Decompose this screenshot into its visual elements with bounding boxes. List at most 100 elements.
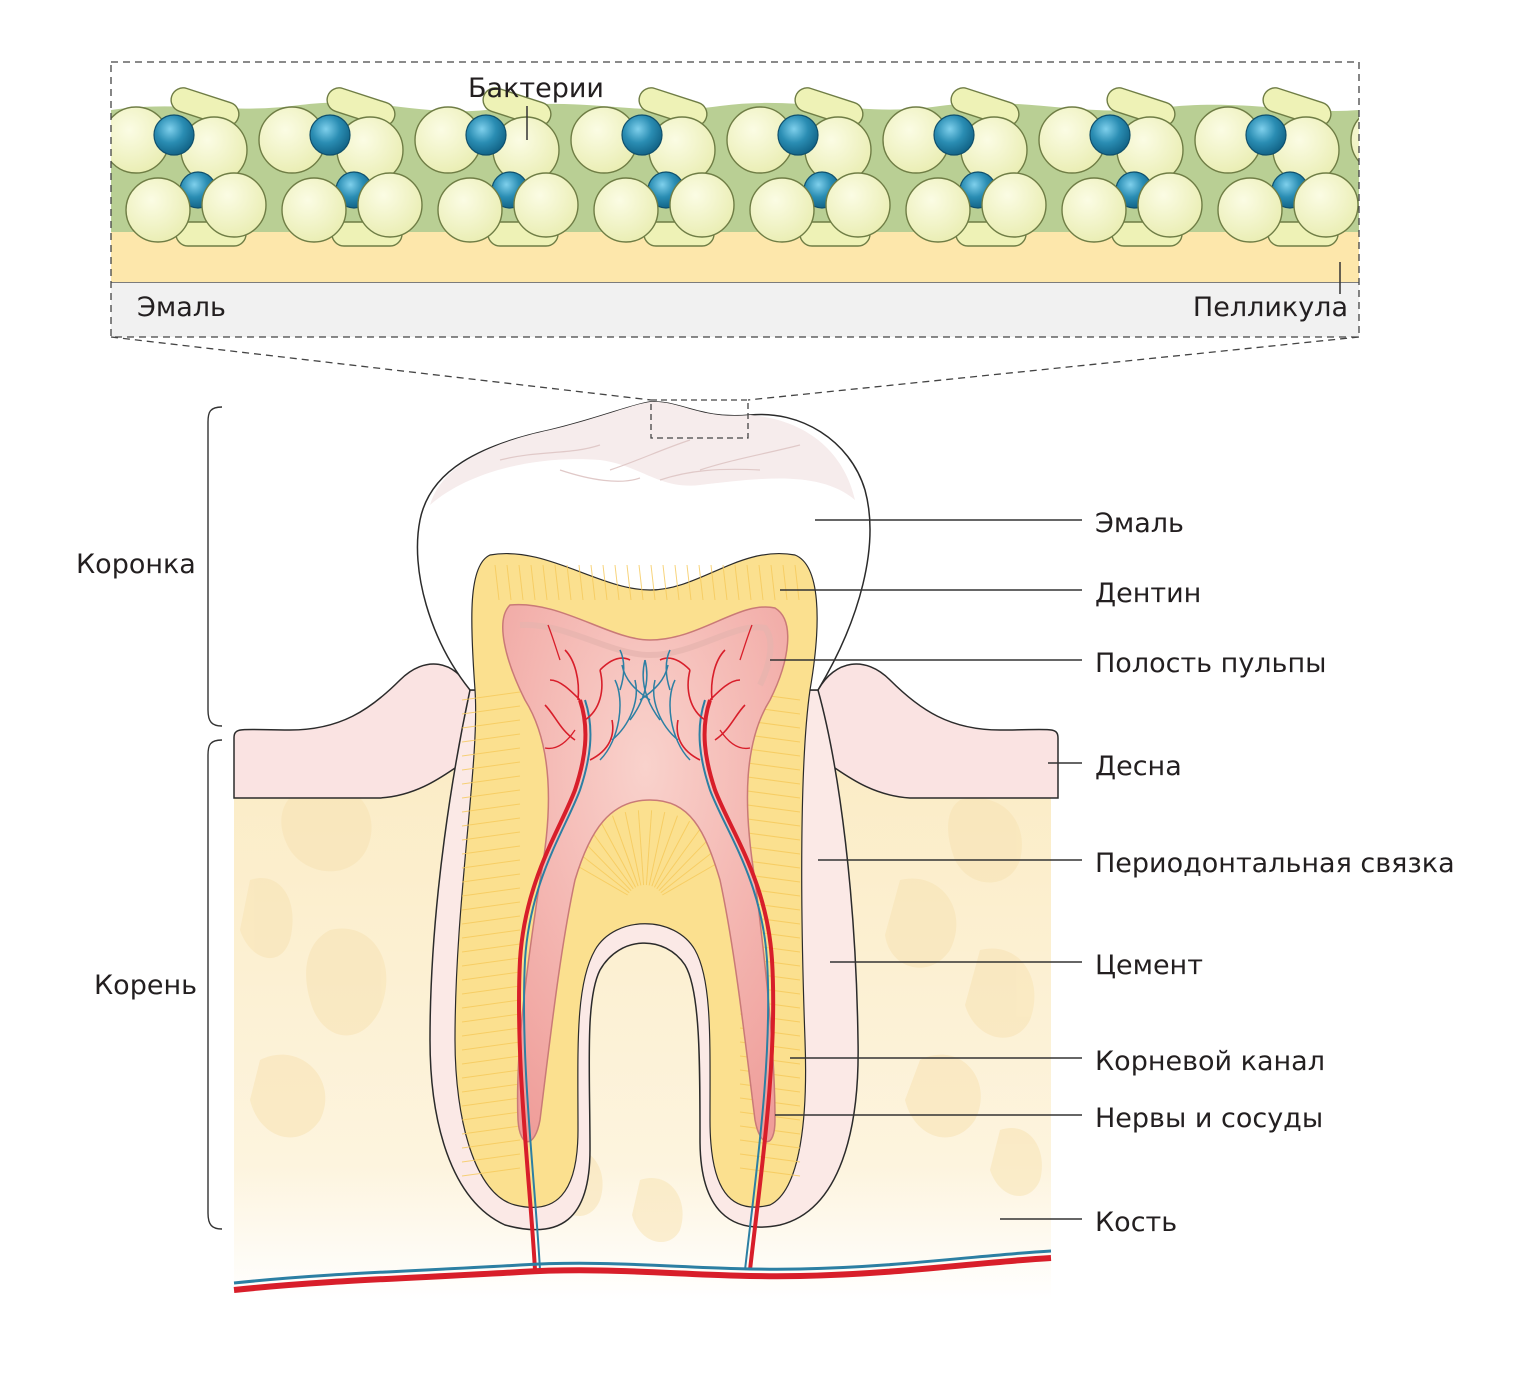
dentin-tubule — [746, 564, 752, 601]
inset-label-pellicle: Пелликула — [1193, 292, 1348, 323]
dentin-tubule — [461, 1083, 521, 1093]
gum — [233, 663, 491, 799]
dentin-tubule — [638, 564, 644, 601]
dentin-tubule — [461, 1139, 521, 1149]
coccus-bacterium — [1450, 173, 1513, 237]
dentin-tubule — [461, 817, 521, 827]
dentin-tubule — [653, 820, 691, 888]
leader-lines — [770, 519, 1082, 1220]
dentin-tubule — [660, 846, 721, 894]
dentin-tubule — [722, 564, 728, 601]
blue-coccus-bacterium — [153, 114, 195, 156]
dentin-tubule — [461, 1055, 521, 1065]
label-periodontal-ligament: Периодонтальная связка — [1095, 848, 1455, 879]
dentin-tubule — [461, 775, 521, 785]
dentin-tubule — [461, 747, 521, 757]
rod-bacterium — [1424, 222, 1494, 246]
dentin-tubule — [739, 1153, 801, 1163]
crown-bracket — [207, 406, 223, 727]
coccus-bacterium — [1350, 117, 1359, 163]
bacteria-cluster — [111, 85, 1513, 247]
dentin-tubule — [698, 564, 704, 601]
dentin-tubule — [461, 1013, 521, 1023]
coccus-bacterium — [201, 172, 267, 238]
dentin-tubule — [461, 733, 521, 743]
dentin-tubule — [578, 564, 584, 601]
blue-coccus-bacterium — [1245, 114, 1287, 156]
dentin-tubule — [461, 943, 521, 953]
dentin-tubule — [461, 1027, 521, 1037]
zoom-line-left — [110, 336, 652, 401]
blue-coccus-bacterium — [309, 114, 351, 156]
nerves-and-vessels — [517, 624, 776, 1271]
label-gum: Десна — [1095, 751, 1182, 782]
dentin-tubule — [461, 971, 521, 981]
dentin-tubule — [461, 1111, 521, 1121]
dentin-tubule — [674, 564, 680, 601]
dentin-tubule — [461, 803, 521, 813]
inset-label-bacteria: Бактерии — [468, 73, 604, 104]
dentin-tubule — [461, 719, 521, 729]
dentin-tubule — [461, 957, 521, 967]
coccus-bacterium — [281, 177, 347, 243]
dentin-tubule — [656, 827, 702, 890]
inset-label-enamel: Эмаль — [137, 292, 226, 323]
coccus-bacterium — [669, 172, 735, 238]
dentin-tubule — [461, 1097, 521, 1107]
dentin-tubule — [518, 564, 524, 601]
dentin-tubule — [686, 564, 692, 601]
dentin-tubule — [612, 815, 639, 887]
rod-bacterium — [170, 87, 240, 127]
rod-bacterium — [1416, 85, 1490, 129]
dentin-tubule — [794, 564, 800, 601]
rod-bacterium — [1262, 87, 1332, 127]
dentin-tubule — [710, 564, 716, 601]
dentin-tubule — [461, 985, 521, 995]
dentin-tubule — [461, 845, 521, 855]
label-root: Корень — [94, 970, 197, 1001]
coccus-bacterium — [1374, 178, 1438, 242]
dentin-tubule — [461, 859, 521, 869]
dentin-tubule — [662, 564, 668, 601]
dentin-tubule — [599, 820, 637, 888]
coccus-bacterium — [593, 177, 659, 243]
dentin-tubule — [758, 564, 764, 601]
dentin-tubule — [637, 810, 645, 886]
rod-bacterium — [638, 87, 708, 127]
coccus-bacterium — [749, 177, 815, 243]
dentin-tubule — [461, 1125, 521, 1135]
dentin-tubule — [651, 815, 678, 887]
dentin-tubule — [461, 1167, 521, 1177]
dentin-tubule — [461, 873, 521, 883]
dentin-tubule — [542, 564, 548, 601]
dentin-tubule — [624, 811, 642, 886]
dentin-tubule — [461, 705, 521, 715]
dentin-tubule — [461, 691, 521, 701]
dentin-tubule — [739, 831, 801, 841]
dentin-tubule — [645, 810, 653, 886]
dentin-tubule — [734, 564, 740, 601]
zoom-line-right — [747, 336, 1360, 401]
dentin-tubule — [588, 827, 634, 890]
label-crown: Коронка — [76, 549, 196, 580]
coccus-bacterium — [1061, 177, 1127, 243]
blue-coccus-bacterium — [1428, 172, 1464, 208]
rod-bacterium — [1106, 87, 1176, 127]
dentin-tubule — [739, 789, 801, 799]
dentin-tubule — [602, 564, 608, 601]
main-vein — [233, 1249, 1052, 1285]
dentin-tubule — [461, 887, 521, 897]
dentin-tubule — [461, 1041, 521, 1051]
label-pulp-cavity: Полость пульпы — [1095, 648, 1326, 679]
root-bracket — [207, 739, 223, 1230]
rod-bacterium — [794, 87, 864, 127]
dentin-tubule — [650, 564, 656, 601]
dentin-tubule — [530, 564, 536, 601]
dentin-tubule — [461, 915, 521, 925]
dentin-tubule — [461, 789, 521, 799]
rod-bacterium — [950, 87, 1020, 127]
inset-enamel-layer — [111, 282, 1359, 337]
dentin-tubule — [739, 1167, 801, 1177]
label-cement: Цемент — [1095, 950, 1203, 981]
